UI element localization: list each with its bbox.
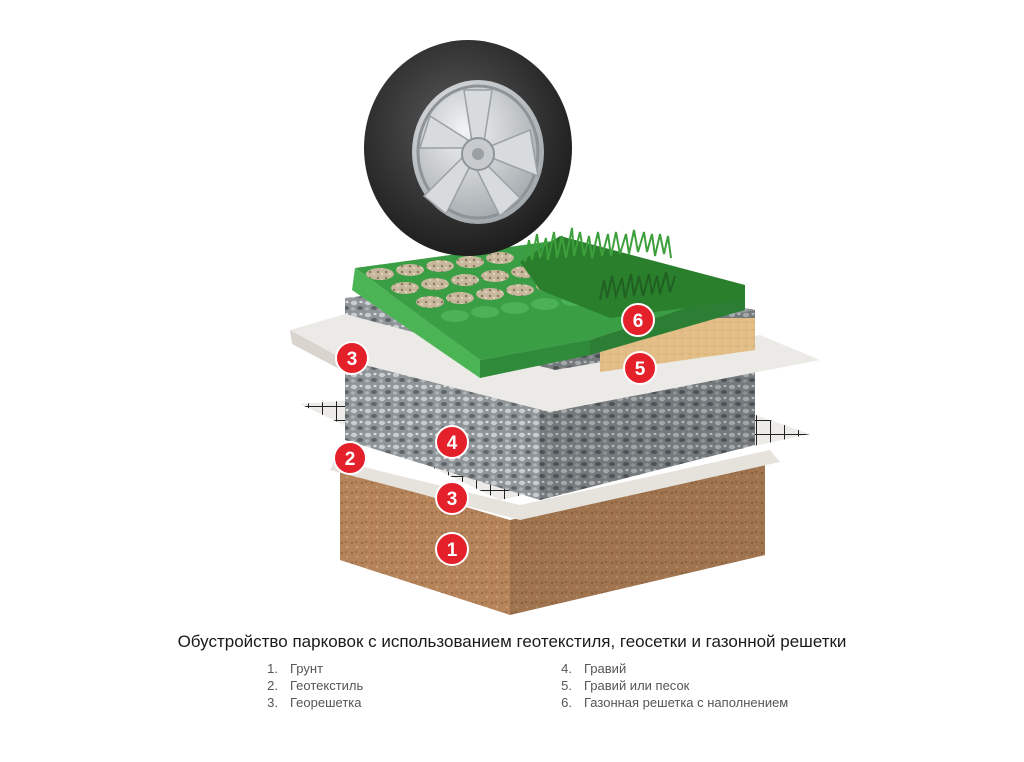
legend-item: 4. Гравий (550, 660, 788, 677)
lawn-grid-cells (366, 252, 589, 322)
legend-label: Грунт (290, 661, 324, 676)
marker-2: 2 (333, 441, 367, 475)
legend-label: Газонная решетка с наполнением (584, 695, 789, 710)
legend-label: Гравий или песок (584, 678, 690, 693)
legend-label: Гравий (584, 661, 627, 676)
diagram-title: Обустройство парковок с использованием г… (177, 632, 847, 651)
marker-5-label: 5 (635, 359, 646, 380)
legend-number: 4. (561, 661, 572, 676)
legend-number: 2. (267, 678, 278, 693)
legend-item: 2. Геотекстиль (256, 677, 363, 694)
marker-3-top: 3 (335, 341, 369, 375)
marker-6-label: 6 (633, 311, 644, 332)
marker-3-low: 3 (435, 481, 469, 515)
rim-spokes (418, 89, 539, 218)
soil-layer (340, 460, 765, 615)
legend-right: 4. Гравий 5. Гравий или песок 6. Газонная р… (550, 660, 788, 711)
legend-item: 1. Грунт (256, 660, 363, 677)
legend-label: Геотекстиль (290, 678, 364, 693)
legend-label: Георешетка (290, 695, 362, 710)
car-wheel (364, 40, 572, 256)
marker-1-label: 1 (447, 540, 458, 561)
grass (520, 227, 745, 318)
geotextile-lower (330, 450, 780, 520)
legend-number: 6. (561, 695, 572, 710)
marker-4-label: 4 (447, 433, 458, 454)
legend-number: 1. (267, 661, 278, 676)
marker-3-low-label: 3 (447, 489, 458, 510)
legend-item: 5. Гравий или песок (550, 677, 788, 694)
legend-number: 3. (267, 695, 278, 710)
marker-6: 6 (621, 303, 655, 337)
parking-layers-illustration: 6 5 3 4 2 3 1 (290, 40, 820, 615)
marker-1: 1 (435, 532, 469, 566)
legend-item: 6. Газонная решетка с наполнением (550, 694, 788, 711)
legend-item: 3. Георешетка (256, 694, 363, 711)
geotextile-upper (290, 314, 820, 412)
marker-5: 5 (623, 351, 657, 385)
marker-4: 4 (435, 425, 469, 459)
legend-left: 1. Грунт 2. Геотекстиль 3. Георешетка (256, 660, 363, 711)
marker-2-label: 2 (345, 449, 356, 470)
marker-3-top-label: 3 (347, 349, 358, 370)
legend-number: 5. (561, 678, 572, 693)
